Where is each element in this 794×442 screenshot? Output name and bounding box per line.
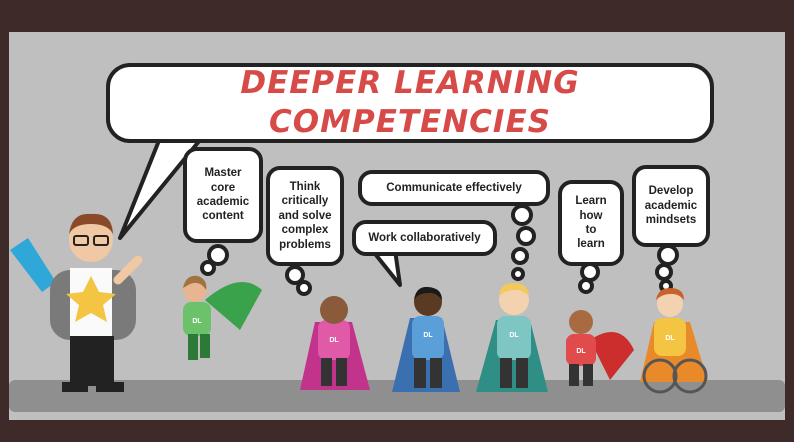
competency-bubble-master-content: Master core academic content	[183, 147, 263, 243]
student-red-cape	[566, 310, 634, 386]
dl-badge-1: DL	[192, 318, 202, 325]
competency-label: Think critically and solve complex probl…	[278, 181, 332, 251]
competency-label: Develop academic mindsets	[644, 185, 698, 227]
competency-label: Communicate effectively	[386, 181, 522, 194]
dl-badge-3: DL	[423, 332, 433, 339]
top-letterbox	[0, 0, 794, 32]
student-pink-cape	[300, 296, 370, 390]
student-blue-cape	[392, 286, 460, 392]
dl-badge-6: DL	[665, 335, 675, 342]
page-title: DEEPER LEARNING COMPETENCIES	[240, 65, 580, 140]
teacher-figure	[10, 213, 143, 392]
student-flying	[183, 275, 262, 360]
title-bubble: DEEPER LEARNING COMPETENCIES	[106, 63, 714, 143]
dl-badge-4: DL	[509, 332, 519, 339]
competency-bubble-academic-mindsets: Develop academic mindsets	[632, 165, 710, 247]
dl-badge-5: DL	[576, 348, 586, 355]
student-wheelchair	[640, 288, 708, 394]
competency-label: Work collaboratively	[368, 231, 481, 244]
competency-bubble-think-critically: Think critically and solve complex probl…	[266, 166, 344, 266]
bottom-letterbox	[0, 420, 794, 442]
competency-bubble-learn-how-to-learn: Learn how to learn	[558, 180, 624, 266]
competency-bubble-collaborate: Work collaboratively	[352, 220, 497, 256]
thought-dot	[207, 244, 229, 266]
student-teal-cape	[476, 283, 548, 392]
competency-label: Learn how to learn	[575, 195, 607, 251]
competency-bubble-communicate: Communicate effectively	[358, 170, 550, 206]
dl-badge-2: DL	[329, 337, 339, 344]
competency-label: Master core academic content	[196, 167, 250, 223]
